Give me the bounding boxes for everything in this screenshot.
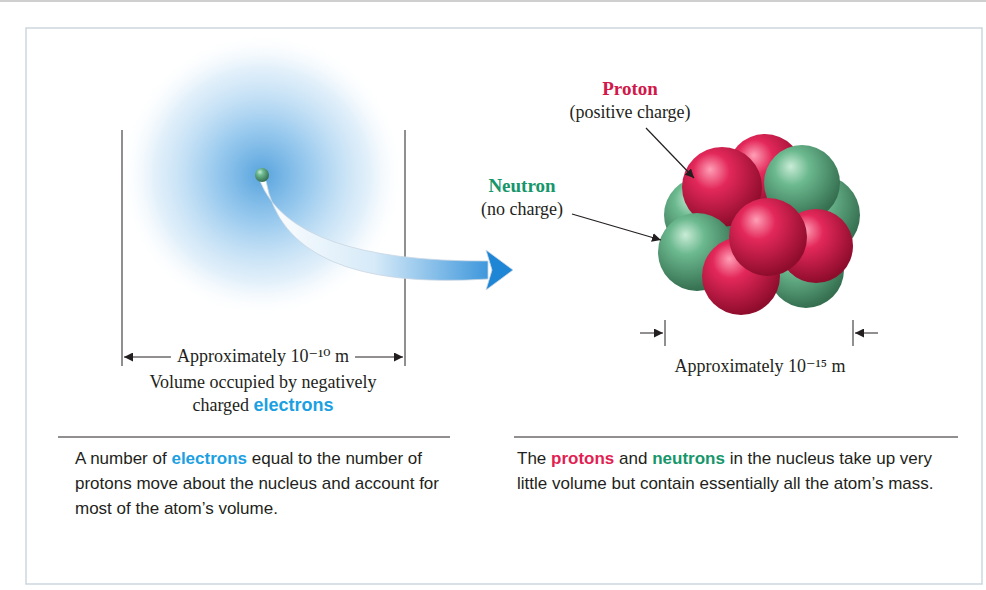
dimension-label: Approximately 10⁻¹⁵ m	[645, 355, 875, 377]
zoom-arrow-head	[486, 250, 513, 290]
highlight-word: electrons	[171, 449, 247, 468]
proton-sphere	[729, 198, 807, 276]
nucleus-cluster	[658, 134, 860, 315]
dimension-tick	[122, 130, 123, 366]
part-label: Neutron	[442, 174, 602, 197]
nucleus-dot	[255, 168, 269, 182]
zoom-arrow-shaft	[260, 181, 488, 280]
leader-line	[646, 128, 694, 178]
divider-rule	[58, 437, 450, 438]
top-rule	[0, 0, 986, 2]
dimension-tick	[853, 320, 854, 346]
dimension-arrow	[855, 333, 878, 334]
caption-text: A number of electrons equal to the numbe…	[75, 446, 453, 521]
region-note: Volume occupied by negatively charged el…	[138, 371, 388, 417]
highlight-word: protons	[551, 449, 614, 468]
charge-note: (positive charge)	[530, 101, 730, 124]
dimension-tick	[665, 320, 666, 346]
dimension-label: Approximately 10⁻¹⁰ m	[153, 345, 373, 367]
highlight-word: electrons	[254, 395, 334, 415]
caption-text: The protons and neutrons in the nucleus …	[517, 446, 962, 496]
leader-line	[572, 214, 661, 240]
highlight-word: neutrons	[652, 449, 725, 468]
part-label: Proton	[540, 77, 720, 100]
zoom-arrow	[260, 181, 513, 290]
dimension-arrow	[355, 357, 403, 358]
dimension-arrow	[124, 357, 171, 358]
divider-rule	[514, 437, 958, 438]
dimension-arrow	[640, 333, 663, 334]
charge-note: (no charge)	[442, 198, 602, 221]
electron-cloud	[119, 32, 405, 318]
panel-frame	[26, 28, 982, 584]
dimension-tick	[405, 130, 406, 366]
